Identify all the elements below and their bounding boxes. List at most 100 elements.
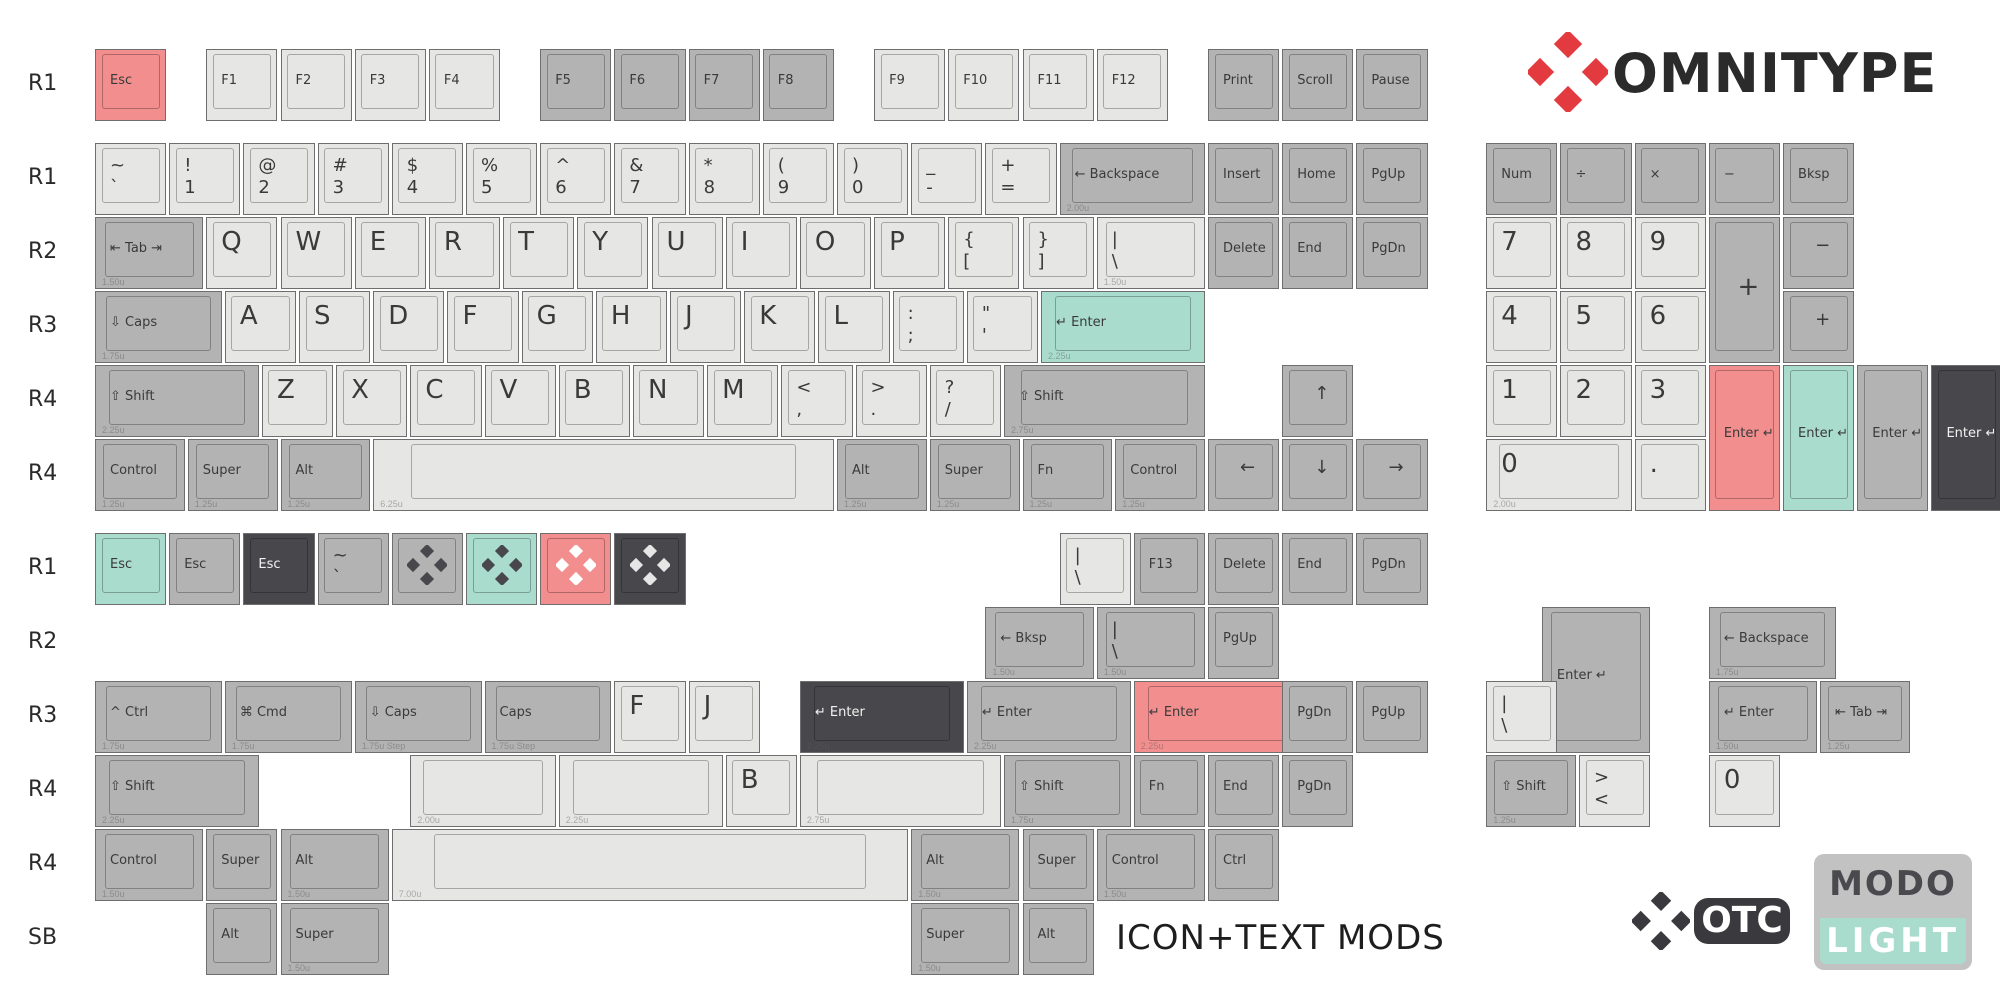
caption-icon-text-mods: ICON+TEXT MODS xyxy=(1116,918,1445,958)
keycap-size-label: 1.25u xyxy=(1029,499,1053,509)
keycap-label: PgUp xyxy=(1223,630,1257,646)
keycap: PgDn xyxy=(1282,681,1354,753)
keycap-legend: ^6 xyxy=(555,153,604,200)
keycap-label: } xyxy=(1037,229,1049,250)
keycap: . xyxy=(1634,439,1706,511)
keycap-label: ⇧ Shift xyxy=(1018,778,1064,794)
keycap-top xyxy=(1029,834,1088,889)
keycap: 2.25u xyxy=(558,755,723,827)
keycap-top xyxy=(1072,148,1193,203)
keycap: Esc xyxy=(169,533,241,605)
keycap-label: Esc xyxy=(184,556,207,572)
keycap-top xyxy=(1494,760,1568,815)
keycap-top xyxy=(991,148,1051,203)
keycap-top xyxy=(769,148,828,203)
keycap-label: I xyxy=(740,227,749,257)
keycap-top xyxy=(1106,834,1196,889)
keycap-label: Esc xyxy=(110,556,133,572)
keycap-top xyxy=(108,370,245,425)
keycap-label: ⇤ Tab ⇥ xyxy=(110,240,163,256)
row-label: R1 xyxy=(28,555,58,580)
keycap-label: K xyxy=(759,301,777,331)
keycap-top xyxy=(175,148,234,203)
keycap-size-label: 1.25u xyxy=(1827,741,1850,751)
keycap xyxy=(391,533,463,605)
keycap: 2.00u xyxy=(410,755,556,827)
keycap-legend: Enter ↵ xyxy=(1946,375,1996,496)
keycap: D xyxy=(373,291,445,363)
keycap-legend: &7 xyxy=(629,153,678,200)
keycap-top xyxy=(620,54,680,109)
keycap: X xyxy=(336,365,408,437)
keycap-label: ÷ xyxy=(1575,166,1587,182)
keycap-top xyxy=(1214,760,1273,815)
keycap-label: Delete xyxy=(1223,240,1266,256)
row-label: R3 xyxy=(28,313,58,338)
keycap-legend: ⇧ Shift xyxy=(110,765,252,812)
keycap-label: | xyxy=(1074,545,1081,566)
keycap-label: ← Bksp xyxy=(1000,630,1047,646)
keycap-size-label: 1.50u xyxy=(287,889,311,899)
keycap-legend: }] xyxy=(1038,227,1087,274)
keycap-top xyxy=(1492,370,1551,425)
keycap-legend: Esc xyxy=(258,543,307,590)
keycap-size-label: 1.50u xyxy=(1103,277,1127,287)
keycap-legend: @2 xyxy=(258,153,307,200)
keycap: Pause xyxy=(1356,49,1428,121)
row-label: R2 xyxy=(28,629,58,654)
keycap: F13 xyxy=(1133,533,1205,605)
keycap-top xyxy=(1030,444,1105,499)
keycap-label: ↓ xyxy=(1314,456,1330,478)
keycap-label: Print xyxy=(1223,72,1253,88)
keycap-label: F7 xyxy=(703,72,720,88)
keycap-legend: End xyxy=(1297,227,1346,274)
keycap-top xyxy=(658,222,717,277)
keycap-size-label: 1.25u xyxy=(1493,815,1516,825)
keycap-legend: ↵ Enter xyxy=(1724,691,1810,738)
keycap-top xyxy=(572,760,709,815)
keycap-legend: Alt xyxy=(852,449,920,496)
keycap-top xyxy=(1103,54,1162,109)
keycap-label: , xyxy=(796,399,803,420)
keycap-label: ⇩ Caps xyxy=(110,314,158,330)
keycap-label: W xyxy=(295,227,322,257)
keycap-top xyxy=(361,54,420,109)
keycap-top xyxy=(365,686,471,741)
keycap: PgDn xyxy=(1356,217,1428,289)
keycap-top xyxy=(980,686,1117,741)
keycap-label: Super xyxy=(202,462,241,478)
keycap-label: # xyxy=(332,155,348,176)
keycap-size-label: 1.50u xyxy=(102,277,125,287)
keycap-top xyxy=(435,54,494,109)
keycap-legend: W xyxy=(296,227,345,274)
keycap: 7 xyxy=(1486,217,1558,289)
keycap-legend: {[ xyxy=(963,227,1012,274)
keycap-label: E xyxy=(369,227,387,257)
keycap: >. xyxy=(855,365,927,437)
keycap-label: ← Backspace xyxy=(1074,166,1160,182)
keycap-size-label: 2.00u xyxy=(1066,203,1090,213)
keycap-top xyxy=(212,222,271,277)
keycap-legend: 3 xyxy=(1650,375,1699,422)
keycap-label: Alt xyxy=(1037,926,1056,942)
keycap-top xyxy=(268,370,327,425)
row-label: R2 xyxy=(28,239,58,264)
keycap-legend: F xyxy=(629,691,678,738)
brand-name: OMNITYPE xyxy=(1612,42,1938,105)
keycap-top xyxy=(1719,612,1825,667)
keycap-legend: H xyxy=(611,301,660,348)
keycap-top xyxy=(620,538,680,593)
keycap-legend: _- xyxy=(926,153,975,200)
keycap-label: @ xyxy=(258,155,277,176)
keycap-label: Control xyxy=(1111,852,1159,868)
keycap-legend: L xyxy=(833,301,882,348)
keycap-label: PgUp xyxy=(1371,166,1406,182)
keycap-label: Enter ↵ xyxy=(1798,425,1848,441)
keycap-legend: Alt xyxy=(1038,913,1087,960)
keycap-top xyxy=(1362,686,1422,741)
